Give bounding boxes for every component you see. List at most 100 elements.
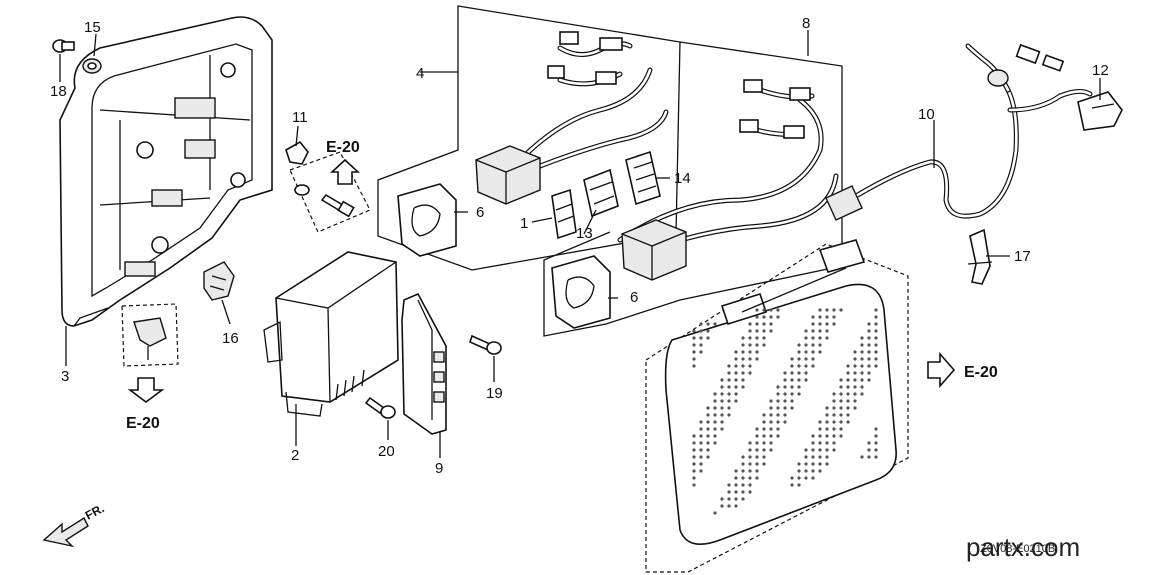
watermark: partx.com [966, 532, 1080, 562]
vent-dot [825, 308, 829, 312]
clamp-part-16 [203, 261, 235, 301]
vent-dot [783, 385, 787, 389]
vent-dot [769, 427, 773, 431]
label-6a: 6 [476, 204, 484, 221]
vent-dot [699, 462, 703, 466]
rear-panel-part-3 [59, 16, 273, 327]
vent-dot [811, 322, 815, 326]
vent-dot [776, 427, 780, 431]
vent-dot [846, 392, 850, 396]
vent-dot [783, 378, 787, 382]
vent-dot [804, 462, 808, 466]
vent-dot [818, 350, 822, 354]
vent-dot [692, 364, 696, 368]
vent-dot [797, 476, 801, 480]
bolt-part-18 [52, 39, 75, 53]
vent-dot [832, 392, 836, 396]
vent-dot [825, 413, 829, 417]
vent-dot [818, 420, 822, 424]
vent-dot [748, 329, 752, 333]
vent-dot [811, 455, 815, 459]
front-direction-arrow-icon [42, 516, 89, 548]
vent-dot [825, 441, 829, 445]
vent-dot [720, 385, 724, 389]
vent-dot [790, 378, 794, 382]
vent-dot [755, 476, 759, 480]
vent-dot [811, 357, 815, 361]
vent-dot [734, 357, 738, 361]
vent-dot [713, 441, 717, 445]
vent-dot [832, 322, 836, 326]
vent-dot [692, 350, 696, 354]
vent-dot [699, 427, 703, 431]
vent-dot [727, 364, 731, 368]
vent-dot [818, 308, 822, 312]
vent-dot [804, 455, 808, 459]
vent-dot [853, 378, 857, 382]
vent-dot [811, 343, 815, 347]
vent-dot [846, 420, 850, 424]
vent-dot [713, 392, 717, 396]
vent-dot [748, 364, 752, 368]
vent-dot [804, 371, 808, 375]
vent-dot [692, 434, 696, 438]
vent-dot [748, 322, 752, 326]
vent-dot [846, 371, 850, 375]
vent-dot [699, 455, 703, 459]
vent-dot [832, 420, 836, 424]
vent-dot [762, 462, 766, 466]
vent-dot [699, 350, 703, 354]
vent-dot [874, 315, 878, 319]
vent-dot [720, 504, 724, 508]
vent-dot [762, 336, 766, 340]
vent-dot [734, 497, 738, 501]
vent-dot [706, 322, 710, 326]
vent-dot [811, 434, 815, 438]
vent-dot [776, 308, 780, 312]
vent-dot [727, 399, 731, 403]
vent-dot [874, 448, 878, 452]
vent-dots [692, 308, 878, 515]
holder-part-14 [625, 150, 661, 206]
vent-dot [776, 434, 780, 438]
vent-dot [804, 378, 808, 382]
vent-dot [804, 448, 808, 452]
vent-dot [818, 343, 822, 347]
vent-dot [727, 483, 731, 487]
vent-dot [748, 343, 752, 347]
front-direction-label: FR. [83, 501, 107, 522]
vent-dot [825, 434, 829, 438]
vent-dot [867, 441, 871, 445]
vent-dot [797, 357, 801, 361]
vent-dot [867, 357, 871, 361]
label-11: 11 [292, 109, 308, 126]
vent-dot [853, 406, 857, 410]
vent-dot [769, 399, 773, 403]
vent-dot [811, 336, 815, 340]
vent-dot [699, 420, 703, 424]
bracket-part-9 [401, 292, 447, 435]
vent-dot [874, 329, 878, 333]
vent-dot [748, 455, 752, 459]
vent-dot [699, 329, 703, 333]
vent-dot [755, 343, 759, 347]
vent-dot [720, 392, 724, 396]
arrow-down-icon [127, 377, 165, 403]
reference-e20-top: E-20 [326, 139, 360, 156]
vent-dot [825, 448, 829, 452]
vent-dot [699, 434, 703, 438]
vent-dot [755, 455, 759, 459]
vent-dot [769, 406, 773, 410]
vent-dot [762, 315, 766, 319]
vent-dot [853, 350, 857, 354]
vent-dot [755, 315, 759, 319]
vent-dot [741, 497, 745, 501]
vent-dot [811, 350, 815, 354]
vent-dot [748, 350, 752, 354]
vent-dot [839, 427, 843, 431]
vent-dot [825, 406, 829, 410]
vent-dot [748, 462, 752, 466]
vent-dot [762, 448, 766, 452]
vent-dot [762, 329, 766, 333]
